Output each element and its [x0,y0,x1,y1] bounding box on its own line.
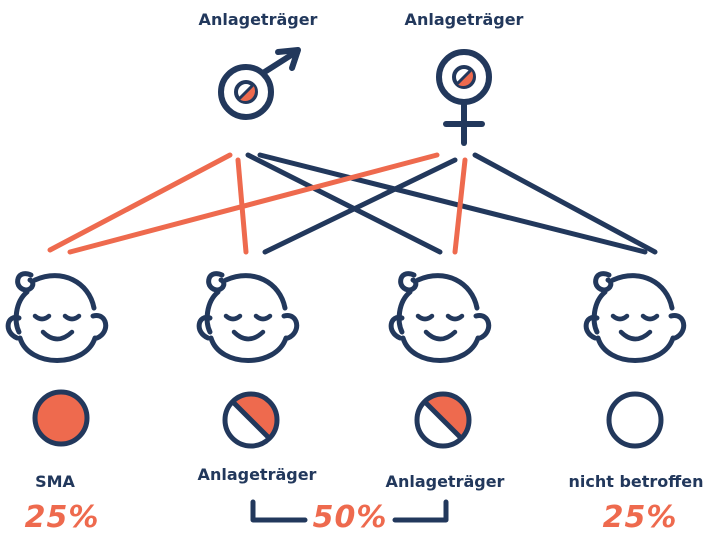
unaffected-circle-icon [606,391,664,449]
carrier-circle-icon [414,391,472,449]
child-label-carrier-2: Anlageträger [385,472,505,491]
child-label-carrier-1: Anlageträger [197,465,317,484]
line-mother-affected-child [67,152,440,255]
line-mother-unaffected-child [472,152,658,255]
affected-circle-icon [32,389,90,447]
line-mother-carrier-child-1 [262,157,458,255]
carrier-bracket [250,499,449,523]
percentage-affected: 25% [24,500,100,535]
father-label: Anlageträger [198,10,318,29]
child-label-unaffected: nicht betroffen [568,472,704,491]
line-father-carrier-child-2 [245,152,443,255]
baby-face-icon [199,274,297,361]
female-symbol-icon [436,49,492,146]
percentage-carrier: 50% [312,500,388,535]
percentage-unaffected: 25% [602,500,678,535]
line-father-affected-child [47,152,233,253]
baby-face-icon [586,274,684,361]
male-symbol-icon [218,47,301,120]
inheritance-lines [47,152,658,255]
child-label-affected: SMA [35,472,75,491]
baby-face-icon [8,274,106,361]
line-mother-carrier-child-2 [452,157,468,255]
line-father-unaffected-child [257,152,648,255]
baby-face-icon [391,274,489,361]
mother-label: Anlageträger [404,10,524,29]
carrier-circle-icon [222,391,280,449]
